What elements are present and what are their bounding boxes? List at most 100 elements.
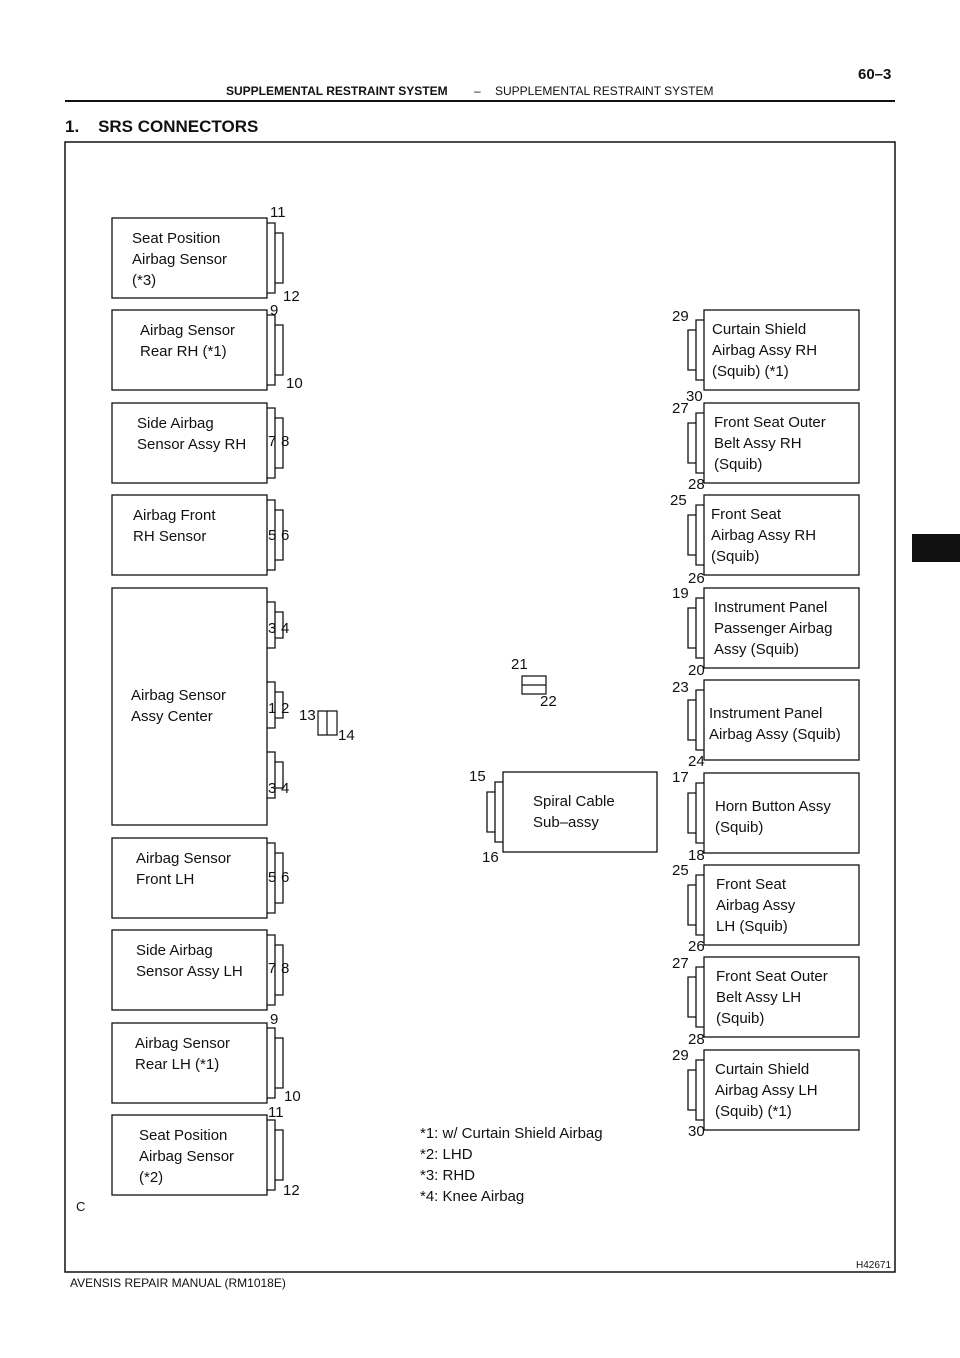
section-title: 1. SRS CONNECTORS	[65, 117, 259, 136]
pin-number: 26	[688, 938, 705, 955]
pin-number: 6	[281, 869, 289, 886]
pin-number: 30	[688, 1123, 705, 1140]
component-label-belt-lh: Front Seat Outer	[716, 968, 828, 985]
connector-seat-airbag-lh	[687, 874, 704, 936]
pin-number: 25	[672, 862, 689, 879]
component-belt-lh	[703, 956, 860, 1038]
connector-rear-rh	[267, 314, 284, 386]
component-label-curtain-rh: (Squib) (*1)	[712, 363, 789, 380]
component-rear-rh	[111, 309, 268, 391]
component-label-center: Airbag Sensor	[131, 687, 226, 704]
component-label-seat-airbag-lh: LH (Squib)	[716, 918, 788, 935]
pin-number: 6	[281, 527, 289, 544]
component-label-seat-pos-lh: Seat Position	[139, 1127, 227, 1144]
junction-13-14	[317, 710, 338, 736]
component-front-lh	[111, 837, 268, 919]
connector-seat-airbag-rh	[687, 504, 704, 566]
pin-number: 21	[511, 656, 528, 673]
components	[64, 141, 896, 1273]
component-horn	[703, 772, 860, 854]
pin-number: 14	[338, 727, 355, 744]
header-separator: –	[474, 84, 481, 98]
component-label-seat-airbag-rh: Airbag Assy RH	[711, 527, 816, 544]
pin-number: 18	[688, 847, 705, 864]
connector-curtain-lh	[687, 1059, 704, 1121]
pin-number: 17	[672, 769, 689, 786]
component-seat-pos-lh	[111, 1114, 268, 1196]
connector-center-b	[267, 681, 284, 729]
connector-curtain-rh	[687, 319, 704, 381]
pin-number: 5	[268, 527, 276, 544]
connector-front-rh	[267, 499, 284, 571]
component-label-front-rh: RH Sensor	[133, 528, 206, 545]
component-label-curtain-lh: (Squib) (*1)	[715, 1103, 792, 1120]
component-label-side-rh: Sensor Assy RH	[137, 436, 246, 453]
component-label-side-rh: Side Airbag	[137, 415, 214, 432]
component-label-seat-pos-lh: (*2)	[139, 1169, 163, 1186]
pin-number: 4	[281, 620, 289, 637]
pin-number: 24	[688, 753, 705, 770]
pin-number: 7	[268, 433, 276, 450]
component-seat-airbag-rh	[703, 494, 860, 576]
footnote: *4: Knee Airbag	[420, 1188, 524, 1205]
component-belt-rh	[703, 402, 860, 484]
component-label-rear-lh: Airbag Sensor	[135, 1035, 230, 1052]
pin-number: 9	[270, 1011, 278, 1028]
component-ip-passenger	[703, 587, 860, 669]
component-label-belt-rh: (Squib)	[714, 456, 762, 473]
component-label-horn: Horn Button Assy	[715, 798, 831, 815]
component-label-seat-airbag-rh: Front Seat	[711, 506, 782, 523]
pin-number: 27	[672, 400, 689, 417]
corner-letter: C	[76, 1199, 85, 1214]
component-label-belt-lh: Belt Assy LH	[716, 989, 801, 1006]
component-label-seat-pos-rh: Airbag Sensor	[132, 251, 227, 268]
component-rear-lh	[111, 1022, 268, 1104]
pin-number: 1	[268, 700, 276, 717]
pin-number: 2	[281, 700, 289, 717]
component-label-seat-airbag-lh: Airbag Assy	[716, 897, 796, 914]
component-curtain-lh	[703, 1049, 860, 1131]
pin-number: 16	[482, 849, 499, 866]
component-label-side-lh: Side Airbag	[136, 942, 213, 959]
pin-number: 11	[270, 204, 286, 221]
connector-side-lh	[267, 934, 284, 1006]
connector-belt-rh	[687, 412, 704, 474]
pin-number: 11	[268, 1104, 284, 1121]
connector-front-lh	[267, 842, 284, 914]
component-label-front-rh: Airbag Front	[133, 507, 216, 524]
connector-ip-passenger	[687, 597, 704, 659]
header-subsection: SUPPLEMENTAL RESTRAINT SYSTEM	[495, 84, 714, 98]
component-label-belt-lh: (Squib)	[716, 1010, 764, 1027]
pin-number: 28	[688, 476, 705, 493]
pin-number: 30	[686, 388, 703, 405]
component-label-belt-rh: Belt Assy RH	[714, 435, 802, 452]
component-label-seat-pos-lh: Airbag Sensor	[139, 1148, 234, 1165]
component-label-rear-rh: Rear RH (*1)	[140, 343, 227, 360]
component-side-rh	[111, 402, 268, 484]
component-seat-airbag-lh	[703, 864, 860, 946]
component-label-curtain-lh: Curtain Shield	[715, 1061, 809, 1078]
figure-id: H42671	[856, 1260, 891, 1271]
component-center	[111, 587, 268, 826]
footnote: *1: w/ Curtain Shield Airbag	[420, 1125, 603, 1142]
pin-number: 22	[540, 693, 557, 710]
connector-rear-lh	[267, 1027, 284, 1099]
pin-number: 26	[688, 570, 705, 587]
component-label-ip-passenger: Instrument Panel	[714, 599, 827, 616]
connector-center-a	[267, 601, 284, 649]
header-rule	[65, 100, 895, 102]
component-label-belt-rh: Front Seat Outer	[714, 414, 826, 431]
component-label-side-lh: Sensor Assy LH	[136, 963, 243, 980]
connector-belt-lh	[687, 966, 704, 1028]
junction-21-22	[521, 675, 547, 695]
component-label-front-lh: Front LH	[136, 871, 194, 888]
connector-seat-pos-lh	[267, 1119, 284, 1191]
pin-number: 9	[270, 302, 278, 319]
pin-number: 29	[672, 1047, 689, 1064]
connector-seat-pos-rh	[267, 222, 284, 294]
page-number: 60–3	[858, 66, 892, 83]
pin-number: 7	[268, 960, 276, 977]
pin-number: 23	[672, 679, 689, 696]
component-curtain-rh	[703, 309, 860, 391]
component-label-ip-passenger: Assy (Squib)	[714, 641, 799, 658]
